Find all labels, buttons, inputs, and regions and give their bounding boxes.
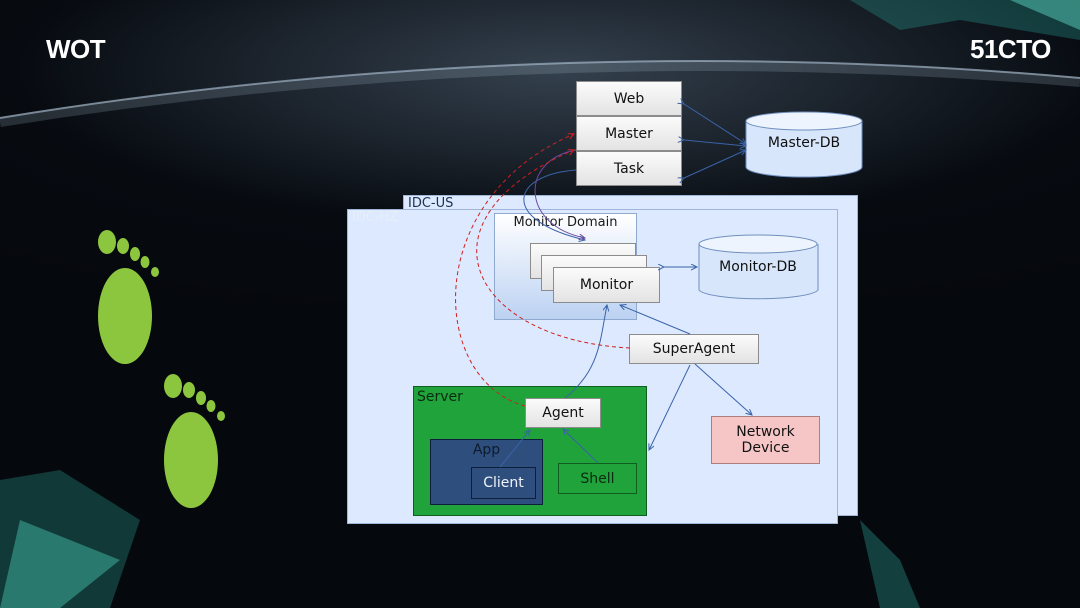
network-device-node: Network Device [711, 416, 820, 464]
master-db-label: Master-DB [767, 135, 841, 151]
network-device-line1: Network [736, 424, 795, 440]
agent-node: Agent [525, 398, 601, 428]
client-node: Client [471, 467, 536, 499]
task-node: Task [576, 151, 682, 186]
app-label: App [472, 442, 501, 458]
51cto-logo: 51CTO [970, 34, 1051, 64]
idc-hz-label: IDC-HZ [352, 210, 399, 225]
idc-us-label: IDC-US [408, 196, 454, 211]
superagent-node: SuperAgent [629, 334, 759, 364]
wot-logo: WOT [46, 34, 106, 64]
master-db-cylinder [745, 111, 863, 178]
shell-node: Shell [558, 463, 637, 494]
monitor-db-cylinder [698, 234, 819, 300]
monitor-db-label: Monitor-DB [719, 259, 797, 275]
footprints-icon [98, 230, 225, 508]
monitor-domain-label: Monitor Domain [513, 215, 618, 230]
network-device-line2: Device [741, 440, 790, 456]
web-node: Web [576, 81, 682, 116]
monitor-node: Monitor [553, 267, 660, 303]
master-node: Master [576, 116, 682, 151]
server-label: Server [417, 389, 463, 405]
